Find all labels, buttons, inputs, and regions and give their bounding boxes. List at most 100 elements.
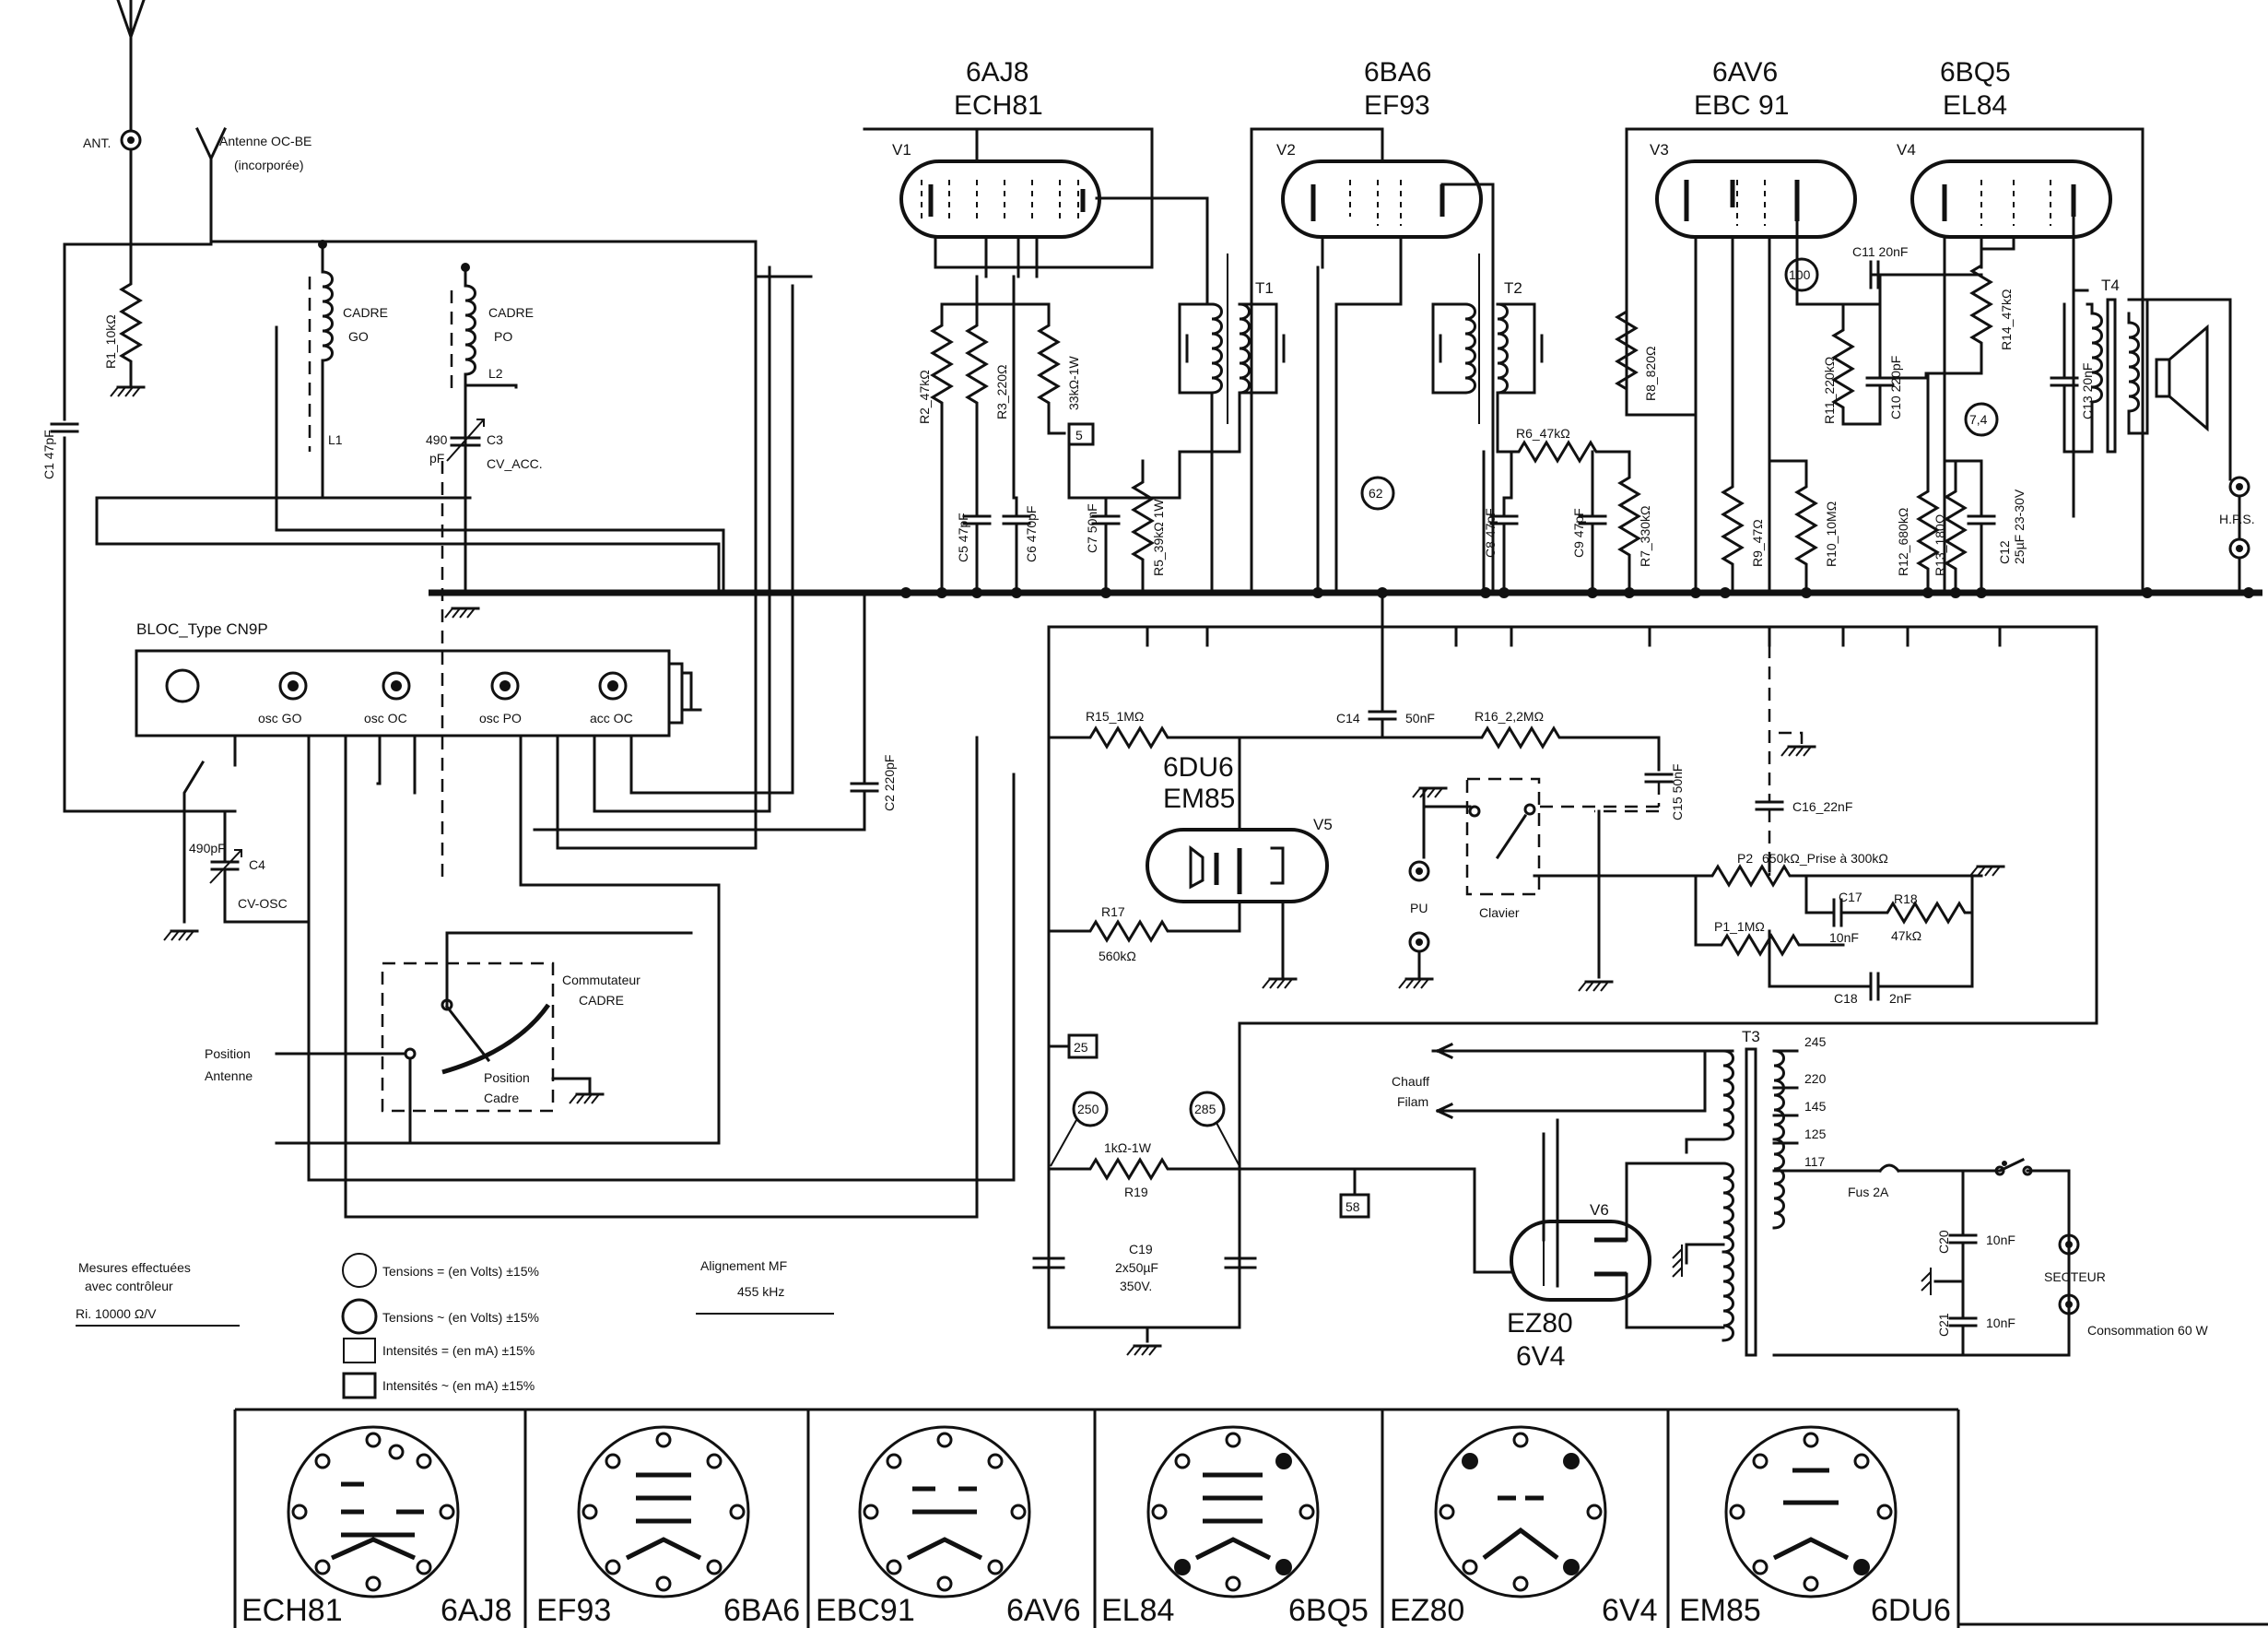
tap-145: 145 <box>1804 1099 1827 1114</box>
c1-label: C1 47pF <box>41 430 56 479</box>
r18-value: 47kΩ <box>1891 928 1921 943</box>
c19-value-2: 350V. <box>1120 1279 1152 1293</box>
cadre-go-label: CADRE <box>343 305 388 320</box>
resistor-r15 <box>1081 726 1177 749</box>
trimmer-osc-oc[interactable] <box>382 671 411 701</box>
svg-text:Intensités ~ (en mA) ±15%: Intensités ~ (en mA) ±15% <box>382 1378 535 1393</box>
base-ez80-eu: EZ80 <box>1390 1593 1464 1628</box>
pu-jack-1[interactable] <box>1408 860 1430 882</box>
r16-label: R16_2,2MΩ <box>1475 709 1544 724</box>
resistor-r2 <box>931 316 953 412</box>
c15-label: C15 50nF <box>1670 764 1685 820</box>
r11-label: R11_220kΩ <box>1822 357 1837 424</box>
c21-label: C21 <box>1936 1313 1951 1337</box>
v3-type-us: 6AV6 <box>1712 57 1778 88</box>
antenna-ocbe-label: Antenne OC-BE <box>219 134 311 148</box>
c12-value: 25µF 23-30V <box>2012 489 2027 564</box>
legend-mesures-3: Ri. 10000 Ω/V <box>76 1306 157 1321</box>
base-el84 <box>1146 1425 1320 1599</box>
marker-v-100: 100 <box>1784 257 1819 292</box>
acc-oc-label: acc OC <box>590 711 633 726</box>
c7-label: C7 50nF <box>1085 503 1099 553</box>
v1-ref: V1 <box>892 141 911 159</box>
svg-text:Tensions ~ (en Volts) ±15%: Tensions ~ (en Volts) ±15% <box>382 1310 539 1325</box>
legend-tens-ac: Tensions ~ (en Volts) ±15% <box>341 1298 539 1335</box>
osc-po-label: osc PO <box>479 711 522 726</box>
tap-245: 245 <box>1804 1034 1827 1049</box>
r1-label: R1_10kΩ <box>103 314 118 369</box>
base-el84-us: 6BQ5 <box>1288 1593 1369 1628</box>
commutateur-title-2: CADRE <box>579 993 624 1008</box>
hps-jack-2[interactable] <box>2228 537 2250 560</box>
pu-jack-2[interactable] <box>1408 931 1430 953</box>
v4-ref: V4 <box>1897 141 1916 159</box>
c3-name: CV_ACC. <box>487 456 543 471</box>
capacitor-c16 <box>1755 800 1784 811</box>
commutateur-box <box>381 961 555 1113</box>
c19-value-1: 2x50µF <box>1115 1260 1158 1275</box>
c17-label: C17 <box>1839 890 1863 904</box>
r19-value: 1kΩ-1W <box>1104 1140 1152 1155</box>
c12-label: C12 <box>1997 540 2012 564</box>
base-ech81-us: 6AJ8 <box>441 1593 512 1628</box>
secteur-label: SECTEUR <box>2044 1269 2106 1284</box>
l2-label: L2 <box>488 366 503 381</box>
r2-label: R2_47kΩ <box>917 370 932 424</box>
base-ebc91 <box>858 1425 1031 1599</box>
c14-label: C14 <box>1336 711 1360 726</box>
c4-label: C4 <box>249 857 265 872</box>
resistor-r6 <box>1510 441 1605 463</box>
resistor-r3 <box>966 316 988 412</box>
capacitor-c15 <box>1644 773 1674 784</box>
ground-clavier-2 <box>1577 980 1614 993</box>
resistor-r7 <box>1618 468 1640 564</box>
potentiometer-p2[interactable] <box>1703 865 1799 887</box>
transformer-t4 <box>2090 298 2140 454</box>
c11-label: C11 20nF <box>1852 244 1908 259</box>
trimmer-osc-go[interactable] <box>278 671 308 701</box>
r19-label: R19 <box>1124 1185 1148 1199</box>
legend-align-1: Alignement MF <box>700 1258 787 1273</box>
c3-value-2: pF <box>429 451 444 466</box>
marker-v-62: 62 <box>1360 476 1395 511</box>
ground-pu <box>1397 977 1434 990</box>
tap-125: 125 <box>1804 1127 1827 1141</box>
legend-int-ac: Intensités ~ (en mA) ±15% <box>342 1372 535 1399</box>
r5-label: R5_39kΩ 1W <box>1151 499 1166 576</box>
ground-v5 <box>1261 977 1298 990</box>
l1-label: L1 <box>328 432 343 447</box>
c6-label: C6 470pF <box>1024 506 1039 562</box>
svg-text:5: 5 <box>1075 428 1083 442</box>
antenna-ocbe-symbol <box>195 127 227 243</box>
p2-label: P2 <box>1737 851 1753 866</box>
svg-text:Tensions = (en Volts) ±15%: Tensions = (en Volts) ±15% <box>382 1264 539 1279</box>
bloc-title: BLOC_Type CN9P <box>136 620 268 638</box>
resistor-r14 <box>1970 256 1992 352</box>
c4-value: 490pF <box>189 841 226 855</box>
resistor-r9 <box>1722 478 1744 573</box>
tube-v4 <box>1910 159 2112 239</box>
potentiometer-p1[interactable] <box>1712 934 1808 956</box>
trimmer-acc-oc[interactable] <box>598 671 628 701</box>
cadre-po-label: CADRE <box>488 305 534 320</box>
consommation-label: Consommation 60 W <box>2087 1323 2209 1338</box>
svg-text:58: 58 <box>1346 1199 1360 1214</box>
c19-label: C19 <box>1129 1242 1153 1256</box>
coil-cadre-po <box>464 284 476 376</box>
antenna-jack-ant[interactable] <box>120 129 142 151</box>
c20-value: 10nF <box>1986 1233 2015 1247</box>
tube-v6 <box>1510 1220 1651 1302</box>
base-el84-eu: EL84 <box>1101 1593 1174 1628</box>
c5-label: C5 47pF <box>956 513 970 562</box>
r18-label: R18 <box>1894 891 1918 906</box>
r4-label: 33kΩ-1W <box>1066 356 1081 410</box>
v5-type-eu: EM85 <box>1163 784 1235 814</box>
resistor-r18 <box>1878 902 1974 924</box>
r10-label: R10_10MΩ <box>1824 501 1839 567</box>
r6-label: R6_47kΩ <box>1516 426 1570 441</box>
marker-v-250: 250 <box>1072 1091 1109 1127</box>
trimmer-osc-po[interactable] <box>490 671 520 701</box>
cadre-go-label-2: GO <box>348 329 369 344</box>
v5-type-us: 6DU6 <box>1163 752 1234 783</box>
hps-jack-1[interactable] <box>2228 476 2250 498</box>
